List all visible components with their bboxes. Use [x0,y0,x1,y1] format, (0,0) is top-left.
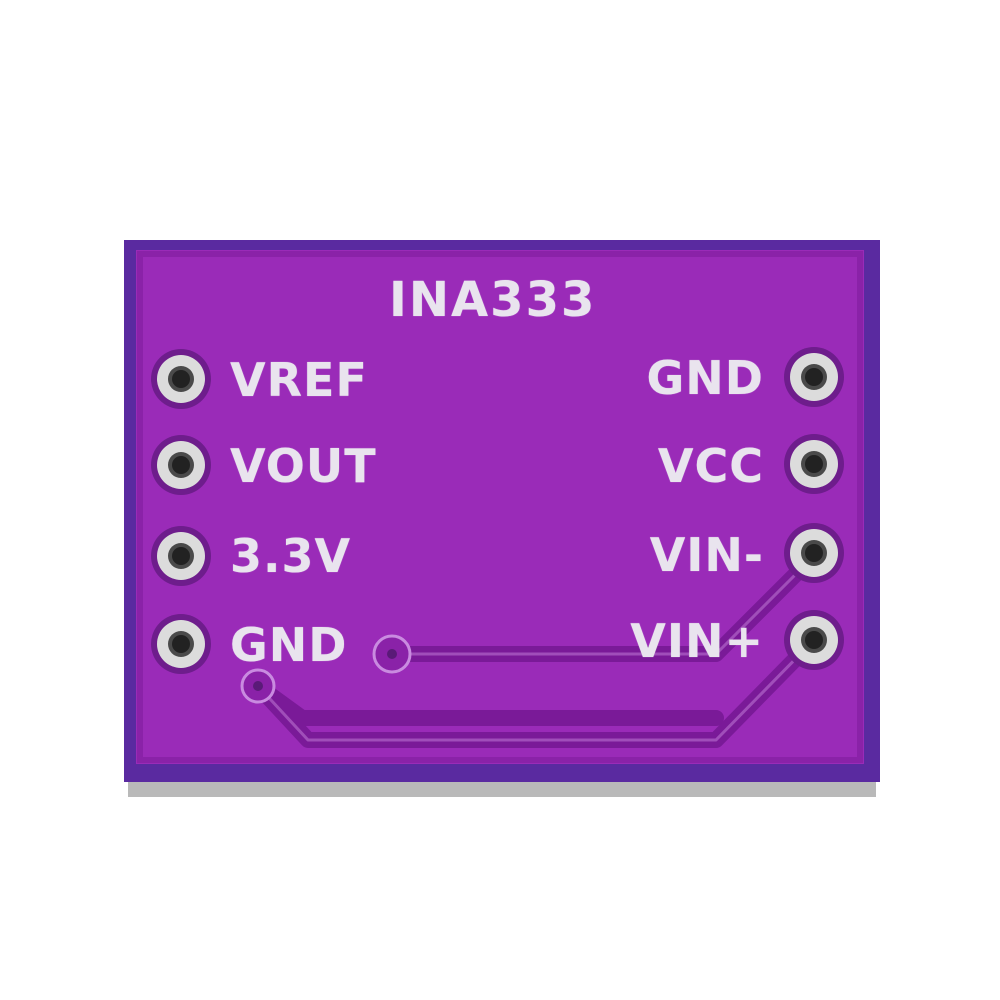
pad-vin-plus [784,610,844,670]
label-gnd-left: GND [230,618,348,672]
pad-gnd-left [151,614,211,674]
label-3v3: 3.3V [230,529,352,583]
label-vcc: VCC [657,439,764,493]
right-pads [784,347,844,670]
pad-3v3 [151,526,211,586]
label-vout: VOUT [230,439,377,493]
label-vref: VREF [230,353,368,407]
trace-gnd [250,678,724,726]
pad-vref [151,349,211,409]
pad-vcc [784,434,844,494]
board-frame [137,251,863,763]
pad-vin-minus [784,523,844,583]
left-pads [151,349,211,674]
label-vin-minus: VIN- [649,528,764,582]
pad-vout [151,435,211,495]
board-title: INA333 [389,272,597,328]
label-vin-plus: VIN+ [630,614,764,668]
pad-gnd-right [784,347,844,407]
label-gnd-right: GND [646,351,764,405]
